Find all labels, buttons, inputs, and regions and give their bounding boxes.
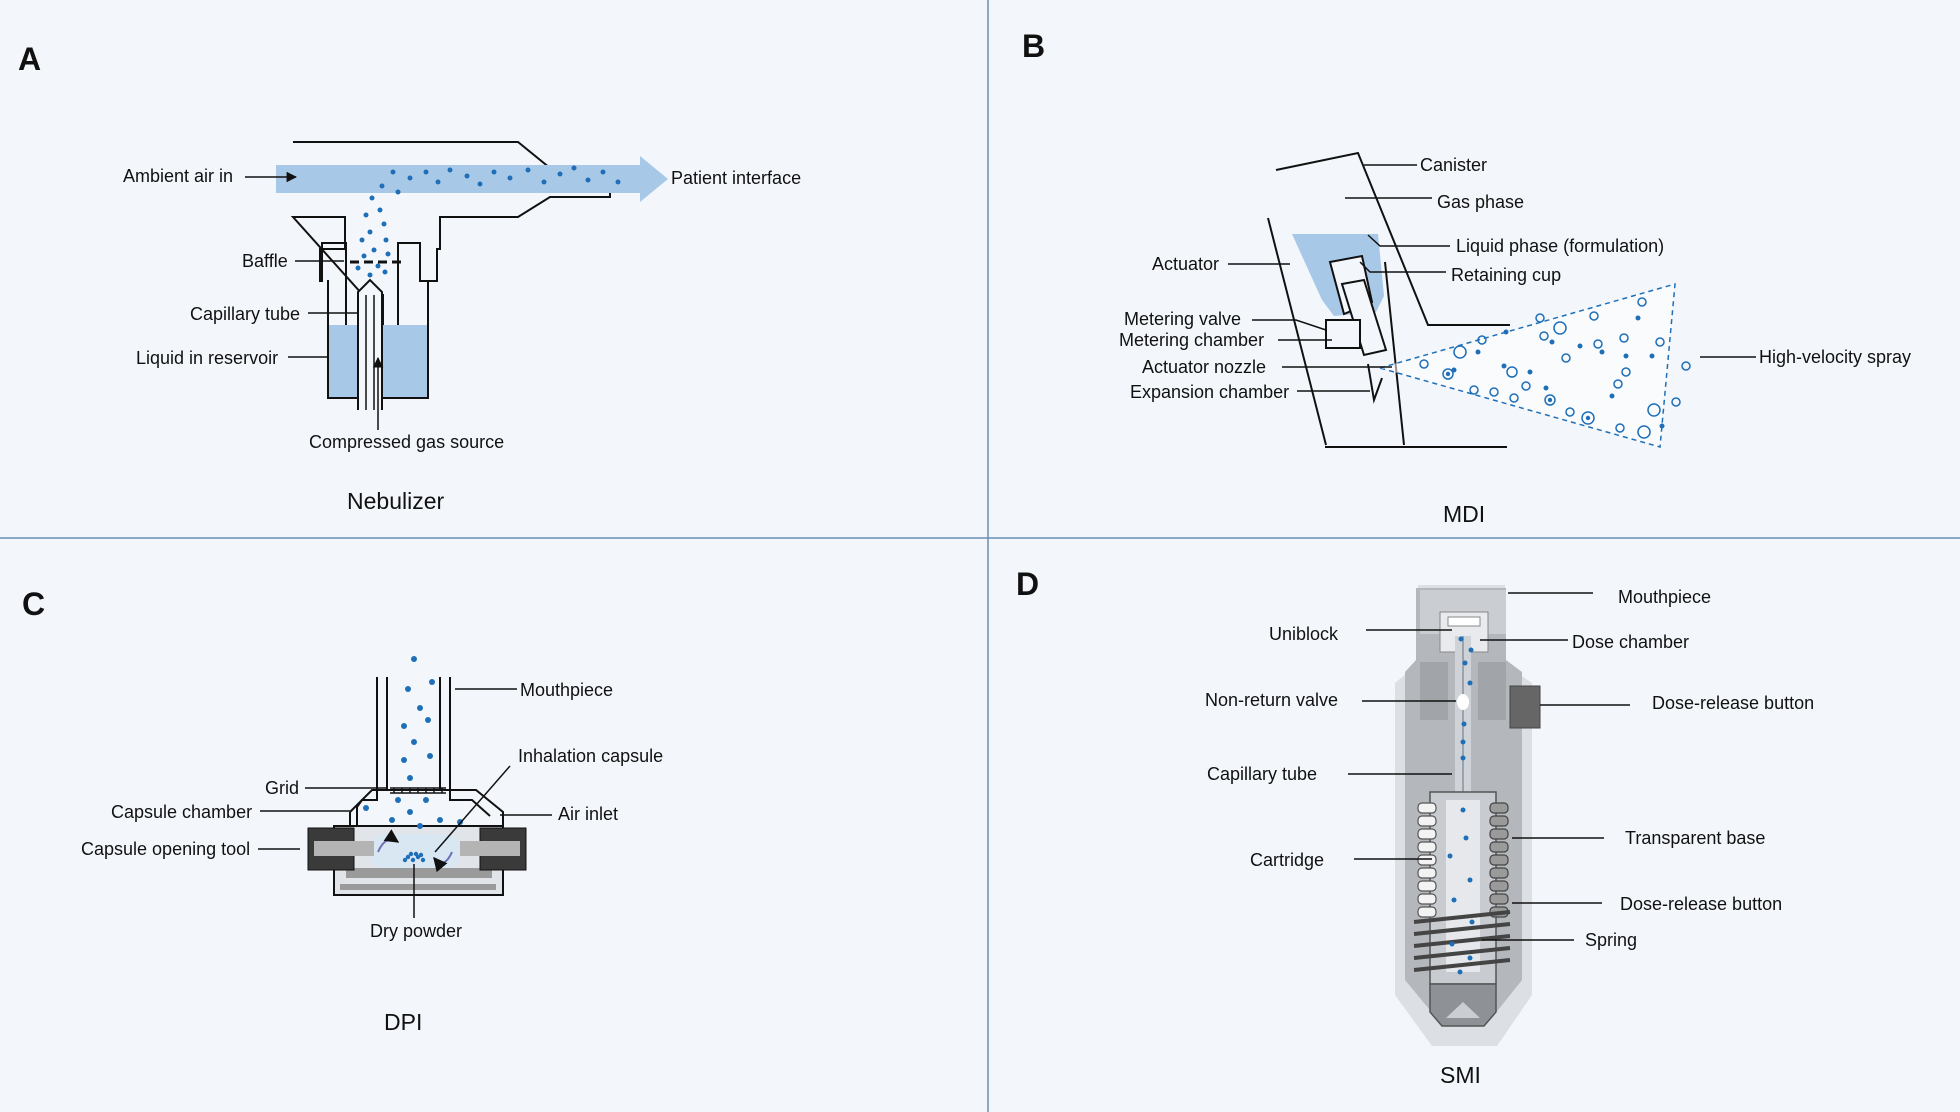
dpi-capsule-opening-tool-right bbox=[460, 827, 527, 871]
smi-non-return-valve bbox=[1457, 694, 1469, 710]
dpi-base-inner bbox=[346, 868, 492, 878]
mdi-metering-block bbox=[1325, 319, 1361, 349]
label-grid: Grid bbox=[265, 778, 299, 798]
label-dose-chamber: Dose chamber bbox=[1572, 632, 1689, 652]
label-compressed-gas-source: Compressed gas source bbox=[309, 432, 504, 452]
capillary-tube bbox=[357, 278, 383, 410]
dpi-air-swirl-right bbox=[433, 851, 453, 873]
mdi-actuator bbox=[1267, 217, 1507, 448]
panel-d-smi: D bbox=[1016, 566, 1814, 1088]
label-retaining-cup: Retaining cup bbox=[1451, 265, 1561, 285]
label-smi-capillary-tube: Capillary tube bbox=[1207, 764, 1317, 784]
mdi-leaders bbox=[1228, 164, 1756, 392]
smi-bottom-notch bbox=[1446, 1002, 1480, 1018]
smi-leaders bbox=[1348, 592, 1630, 941]
label-transparent-base: Transparent base bbox=[1625, 828, 1765, 848]
dpi-mouthpiece bbox=[356, 677, 491, 832]
caption-mdi: MDI bbox=[1443, 501, 1485, 527]
label-inhalation-capsule: Inhalation capsule bbox=[518, 746, 663, 766]
dpi-grid bbox=[390, 787, 446, 794]
label-ambient-air-in: Ambient air in bbox=[123, 166, 233, 186]
label-smi-mouthpiece: Mouthpiece bbox=[1618, 587, 1711, 607]
panel-b-mdi: B bbox=[1022, 28, 1911, 527]
panel-c-letter: C bbox=[22, 586, 45, 622]
label-high-velocity-spray: High-velocity spray bbox=[1759, 347, 1911, 367]
label-capsule-chamber: Capsule chamber bbox=[111, 802, 252, 822]
dpi-chamber bbox=[349, 789, 504, 826]
label-gas-phase: Gas phase bbox=[1437, 192, 1524, 212]
label-liquid-phase: Liquid phase (formulation) bbox=[1456, 236, 1664, 256]
dpi-leaders bbox=[258, 688, 552, 918]
smi-spring bbox=[1413, 910, 1511, 972]
dpi-air-swirl-left bbox=[377, 829, 400, 853]
mdi-canister bbox=[1275, 151, 1510, 326]
smi-upper-block bbox=[1420, 662, 1448, 720]
mdi-spray-cone bbox=[1377, 282, 1676, 448]
capillary-inner bbox=[365, 295, 375, 410]
label-dry-powder: Dry powder bbox=[370, 921, 462, 941]
label-uniblock: Uniblock bbox=[1269, 624, 1339, 644]
label-expansion-chamber: Expansion chamber bbox=[1130, 382, 1289, 402]
smi-coils-right bbox=[1489, 802, 1509, 918]
dpi-capsule-opening-tool-left bbox=[307, 827, 374, 871]
label-spring: Spring bbox=[1585, 930, 1637, 950]
label-air-inlet: Air inlet bbox=[558, 804, 618, 824]
nebulizer-droplets bbox=[355, 165, 621, 278]
panel-a-letter: A bbox=[18, 41, 41, 77]
label-capillary-tube: Capillary tube bbox=[190, 304, 300, 324]
caption-dpi: DPI bbox=[384, 1009, 422, 1035]
label-metering-chamber: Metering chamber bbox=[1119, 330, 1264, 350]
label-non-return-valve: Non-return valve bbox=[1205, 690, 1338, 710]
label-cartridge: Cartridge bbox=[1250, 850, 1324, 870]
panel-d-letter: D bbox=[1016, 566, 1039, 602]
label-baffle: Baffle bbox=[242, 251, 288, 271]
smi-dose-chamber bbox=[1447, 616, 1481, 627]
airflow-arrow bbox=[276, 156, 668, 202]
mdi-expansion-chamber bbox=[1367, 363, 1383, 404]
label-liquid-in-reservoir: Liquid in reservoir bbox=[136, 348, 278, 368]
label-mouthpiece: Mouthpiece bbox=[520, 680, 613, 700]
label-metering-valve: Metering valve bbox=[1124, 309, 1241, 329]
label-canister: Canister bbox=[1420, 155, 1487, 175]
smi-dose-release-button-top bbox=[1509, 685, 1541, 729]
label-dose-release-button-top: Dose-release button bbox=[1652, 693, 1814, 713]
smi-upper-block-right bbox=[1478, 662, 1506, 720]
label-patient-interface: Patient interface bbox=[671, 168, 801, 188]
label-actuator-nozzle: Actuator nozzle bbox=[1142, 357, 1266, 377]
panel-b-letter: B bbox=[1022, 28, 1045, 64]
panel-c-dpi: C bbox=[22, 586, 663, 1035]
smi-coils-left bbox=[1417, 802, 1437, 918]
mdi-spray-particles bbox=[1419, 297, 1691, 439]
dpi-powder-particles bbox=[363, 656, 463, 863]
smi-liquid-drops bbox=[1447, 636, 1475, 975]
label-dose-release-button-bottom: Dose-release button bbox=[1620, 894, 1782, 914]
label-capsule-opening-tool: Capsule opening tool bbox=[81, 839, 250, 859]
caption-smi: SMI bbox=[1440, 1062, 1481, 1088]
caption-nebulizer: Nebulizer bbox=[347, 488, 444, 514]
panel-a-nebulizer: A Ambient air in Patient inte bbox=[18, 41, 801, 514]
dpi-base-floor bbox=[340, 884, 496, 890]
label-actuator: Actuator bbox=[1152, 254, 1219, 274]
